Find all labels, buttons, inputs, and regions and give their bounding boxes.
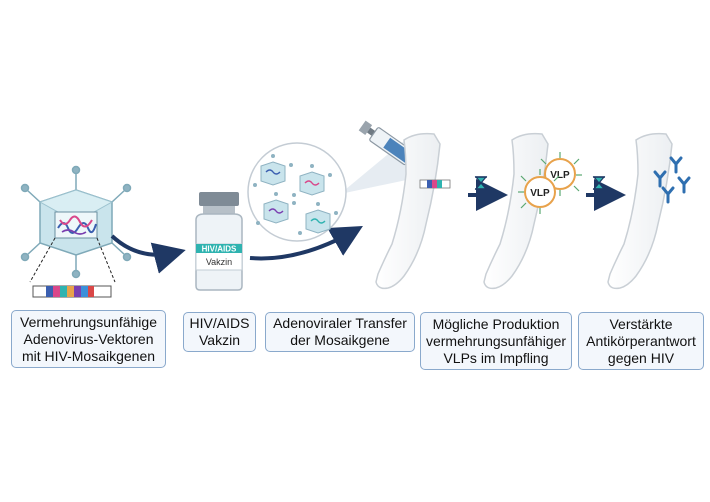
label-line: Vermehrungsunfähige xyxy=(20,313,157,330)
step-label-antibody-response: Verstärkte Antikörperantwort gegen HIV xyxy=(578,312,704,370)
step-label-transfer: Adenoviraler Transfer der Mosaikgene xyxy=(265,312,415,352)
vlp-label: VLP xyxy=(530,188,550,199)
label-line: Vakzin xyxy=(199,332,240,348)
label-line: Adenoviraler Transfer xyxy=(273,315,407,331)
arm-icon xyxy=(375,132,451,290)
arm-icon xyxy=(483,132,549,290)
adenovirus-icon xyxy=(20,165,132,298)
step-label-adenovirus: Vermehrungsunfähige Adenovirus-Vektoren … xyxy=(11,310,166,368)
hourglass-icon xyxy=(474,176,488,190)
label-line: gegen HIV xyxy=(607,349,675,366)
vlp-icon: VLP xyxy=(518,169,560,214)
vlp-icon: VLP xyxy=(540,152,582,196)
label-line: Verstärkte xyxy=(609,315,673,332)
vial-icon: HIV/AIDS Vakzin xyxy=(195,192,243,291)
vial-label-sub: Vakzin xyxy=(206,257,232,267)
arm-icon xyxy=(607,132,673,290)
step-label-vaccine: HIV/AIDS Vakzin xyxy=(183,312,256,352)
hourglass-icon xyxy=(592,176,606,190)
vial-label-title: HIV/AIDS xyxy=(202,245,237,254)
arrow-icon xyxy=(249,226,363,261)
label-line: vermehrungsunfähiger xyxy=(425,332,567,349)
label-line: der Mosaikgene xyxy=(290,332,390,348)
label-line: Adenovirus-Vektoren xyxy=(23,330,154,347)
label-line: VLPs im Impfling xyxy=(443,349,549,366)
arrow-icon xyxy=(110,234,186,274)
vlp-label: VLP xyxy=(550,170,570,181)
label-line: mit HIV-Mosaikgenen xyxy=(21,347,156,364)
antibody-icon xyxy=(653,156,691,204)
label-line: Mögliche Produktion xyxy=(432,315,560,332)
step-label-vlp-production: Mögliche Produktion vermehrungsunfähiger… xyxy=(420,312,572,370)
label-line: Antikörperantwort xyxy=(586,332,696,349)
label-line: HIV/AIDS xyxy=(189,315,250,331)
